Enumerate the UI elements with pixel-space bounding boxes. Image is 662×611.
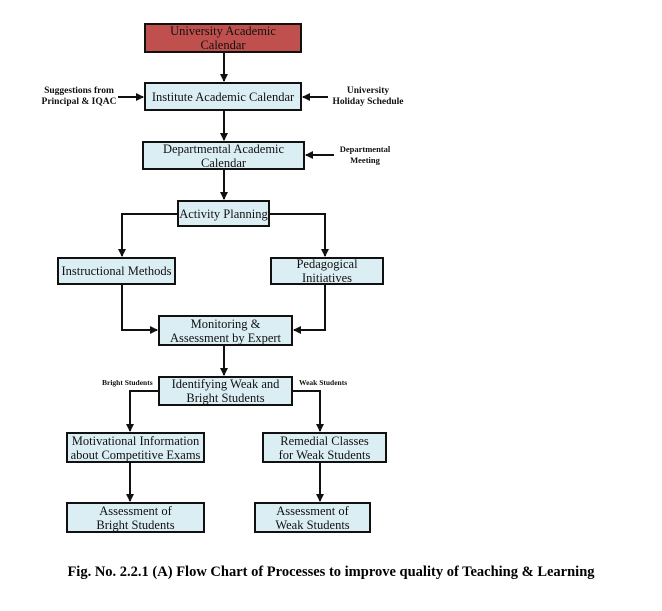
node-instructional-methods: Instructional Methods [57, 257, 176, 285]
label-bright-students: Bright Students [102, 378, 153, 387]
node-monitoring: Monitoring & Assessment by Expert [158, 315, 293, 346]
node-assessment-bright: Assessment of Bright Students [66, 502, 205, 533]
node-remedial-classes: Remedial Classes for Weak Students [262, 432, 387, 463]
input-holiday-schedule: University Holiday Schedule [332, 86, 404, 107]
node-assessment-weak: Assessment of Weak Students [254, 502, 371, 533]
label-weak-students: Weak Students [299, 378, 348, 387]
node-departmental-calendar: Departmental Academic Calendar [142, 141, 305, 170]
node-pedagogical-initiatives: Pedagogical Initiatives [270, 257, 384, 285]
figure-caption: Fig. No. 2.2.1 (A) Flow Chart of Process… [67, 564, 595, 580]
node-activity-planning: Activity Planning [177, 200, 270, 227]
input-suggestions: Suggestions from Principal & IQAC [41, 86, 117, 107]
node-identifying-students: Identifying Weak and Bright Students [158, 376, 293, 406]
node-university-calendar: University Academic Calendar [144, 23, 302, 53]
node-institute-calendar: Institute Academic Calendar [144, 82, 302, 111]
node-motivational-info: Motivational Information about Competiti… [66, 432, 205, 463]
input-departmental-meeting: Departmental Meeting [339, 144, 391, 165]
